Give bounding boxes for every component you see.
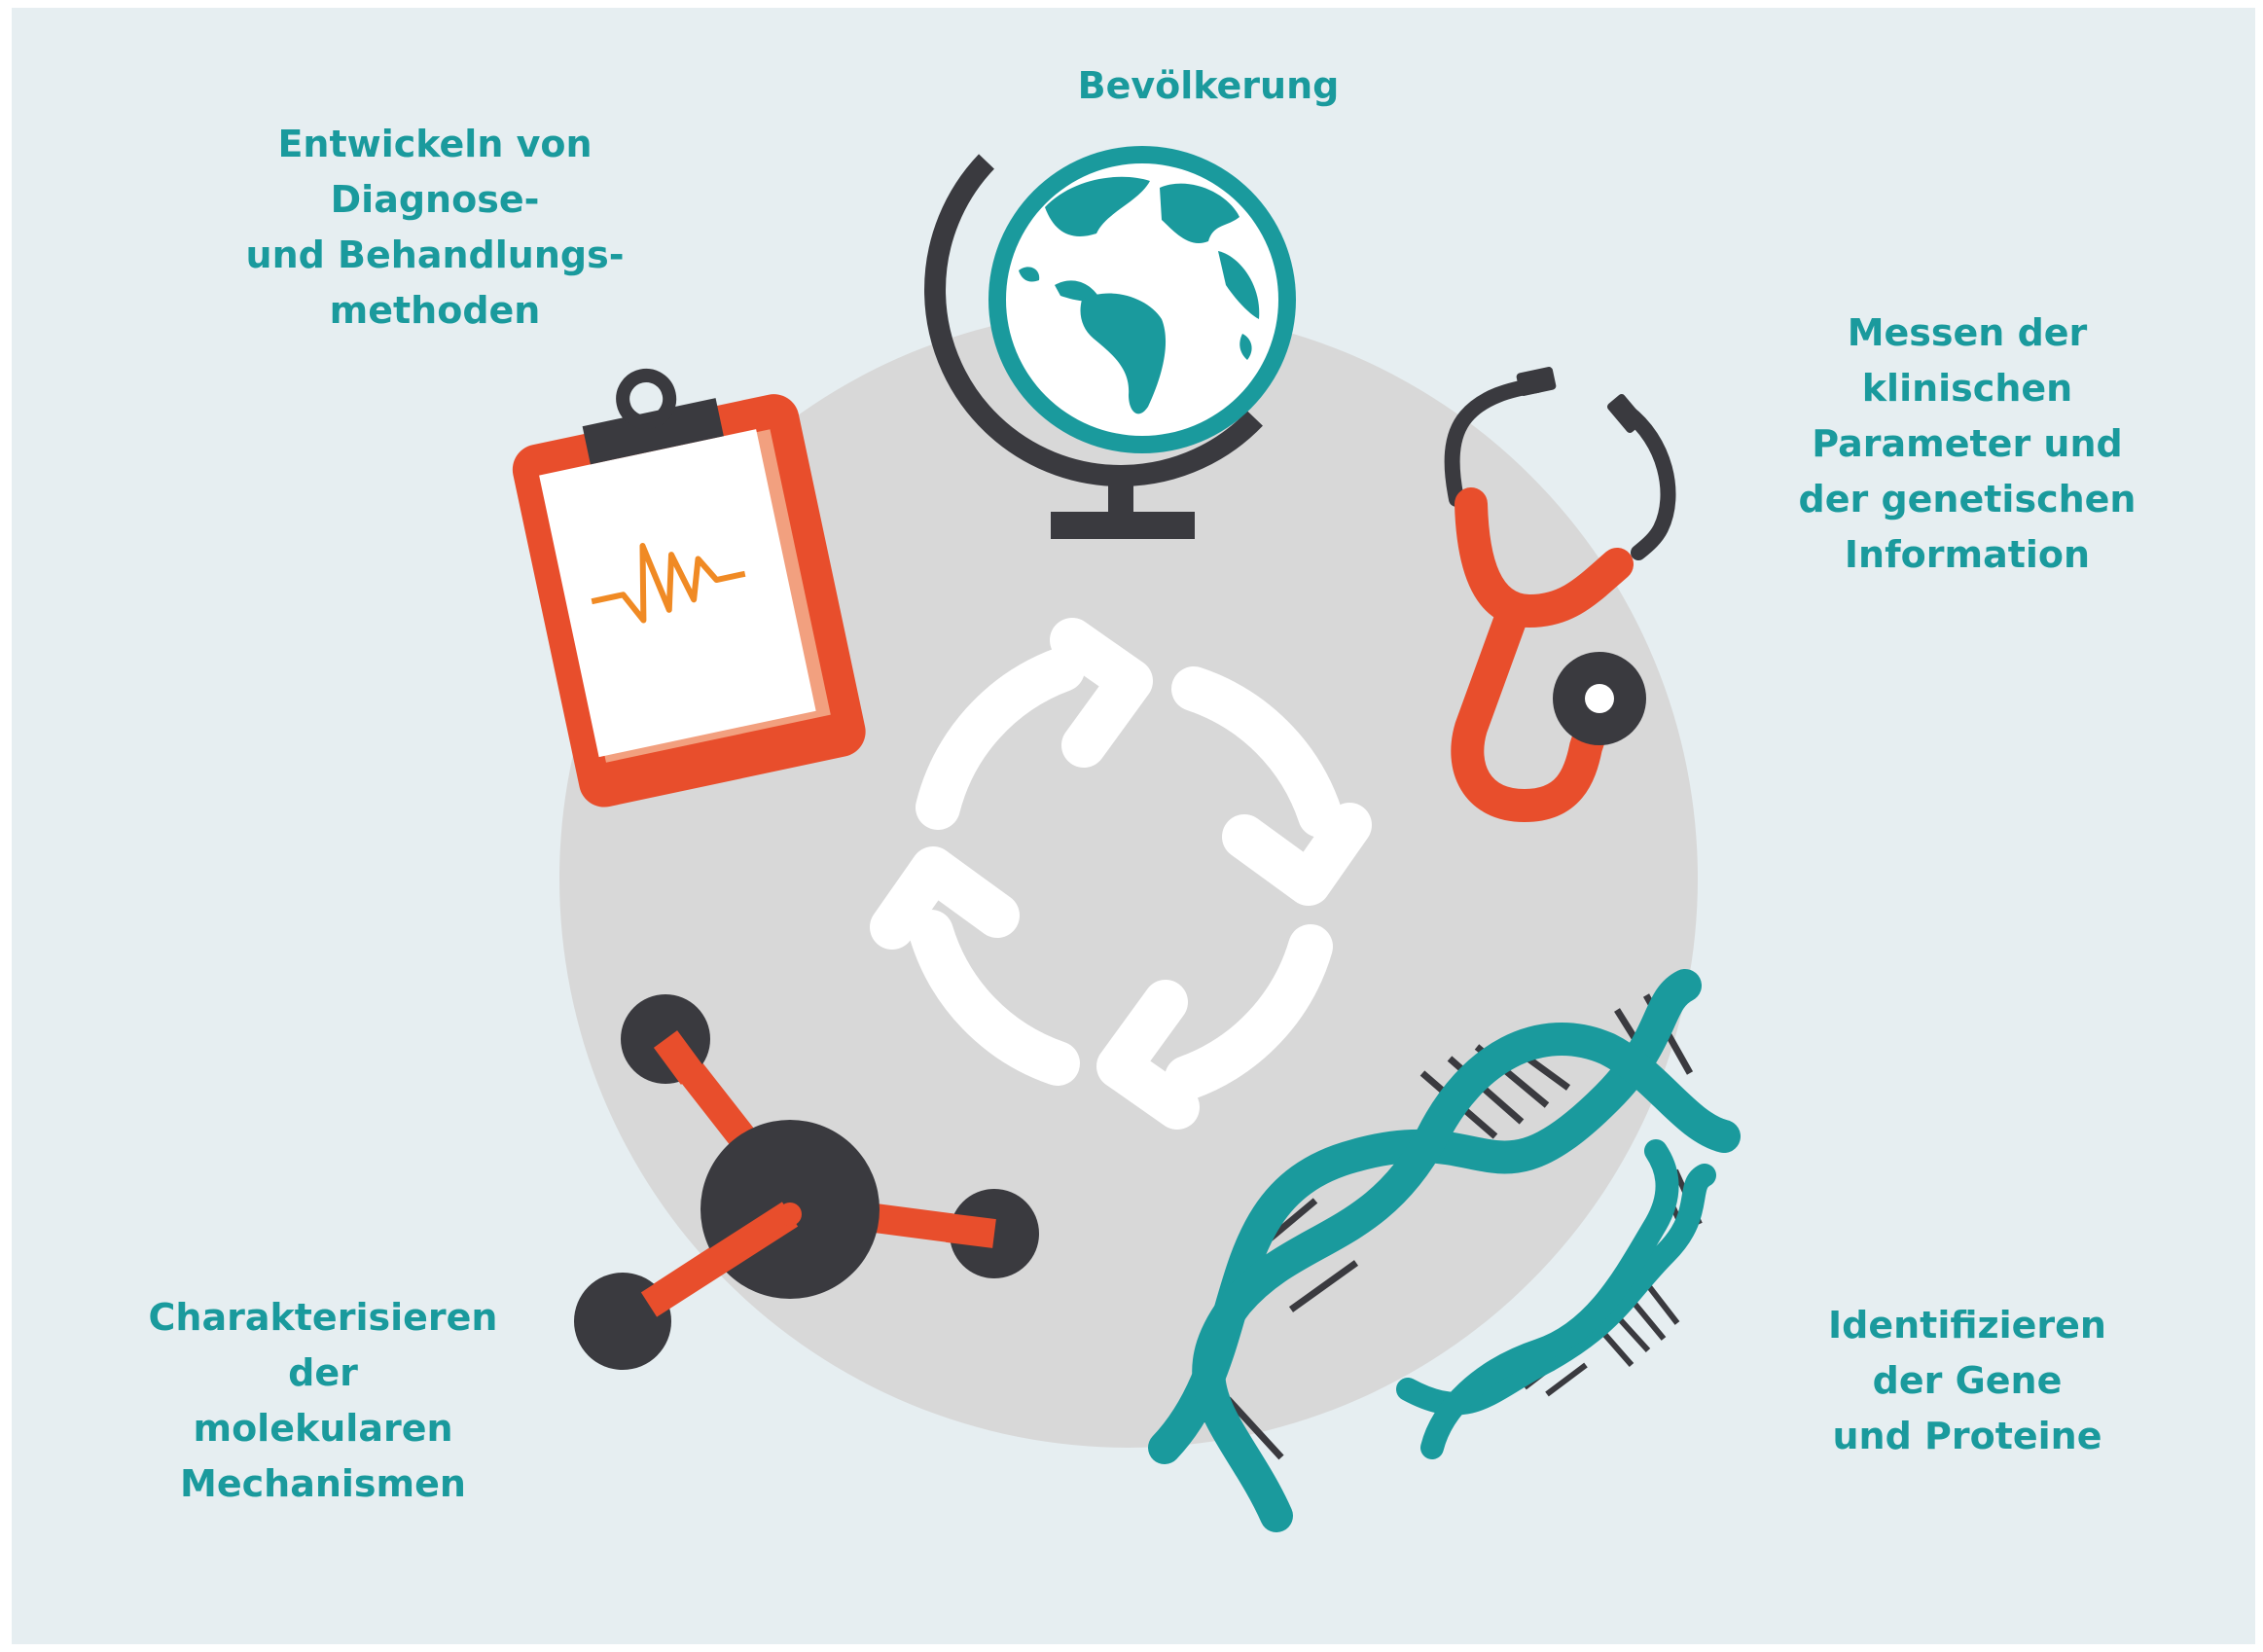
label-characterize-line: molekularen [193, 1407, 453, 1450]
globe-icon [924, 146, 1296, 539]
label-characterize-line: der [288, 1351, 358, 1394]
label-identify-line: und Proteine [1832, 1415, 2102, 1457]
label-characterize: Charakterisieren der molekularen Mechani… [119, 1290, 527, 1512]
label-population: Bevölkerung [1062, 58, 1354, 114]
label-develop-line: und Behandlungs- [245, 233, 625, 276]
label-measure-line: Information [1844, 533, 2091, 576]
label-characterize-line: Charakterisieren [148, 1296, 498, 1339]
cycle-arrows-icon [870, 618, 1372, 1130]
label-develop-line: Diagnose- [330, 178, 540, 221]
label-develop: Entwickeln von Diagnose- und Behandlungs… [216, 117, 654, 339]
label-measure-line: Messen der [1847, 311, 2088, 354]
label-measure: Messen der klinischen Parameter und der … [1763, 305, 2172, 583]
label-identify-line: Identifizieren [1827, 1304, 2106, 1347]
label-identify: Identifizieren der Gene und Proteine [1782, 1298, 2152, 1464]
label-population-line: Bevölkerung [1077, 64, 1340, 107]
label-measure-line: klinischen [1861, 367, 2073, 410]
dna-icon [1148, 969, 1741, 1532]
molecule-icon [574, 994, 1039, 1370]
label-characterize-line: Mechanismen [180, 1462, 466, 1505]
stethoscope-icon [1444, 367, 1676, 823]
dna-small-icon [1396, 1139, 1716, 1459]
clipboard-icon [512, 368, 866, 808]
label-measure-line: der genetischen [1798, 478, 2137, 521]
label-measure-line: Parameter und [1812, 422, 2123, 465]
label-identify-line: der Gene [1872, 1359, 2063, 1402]
label-develop-line: Entwickeln von [277, 123, 593, 165]
diagram-canvas: Bevölkerung Messen der klinischen Parame… [12, 8, 2255, 1644]
diagram-artwork [512, 146, 1741, 1532]
label-develop-line: methoden [329, 289, 541, 332]
